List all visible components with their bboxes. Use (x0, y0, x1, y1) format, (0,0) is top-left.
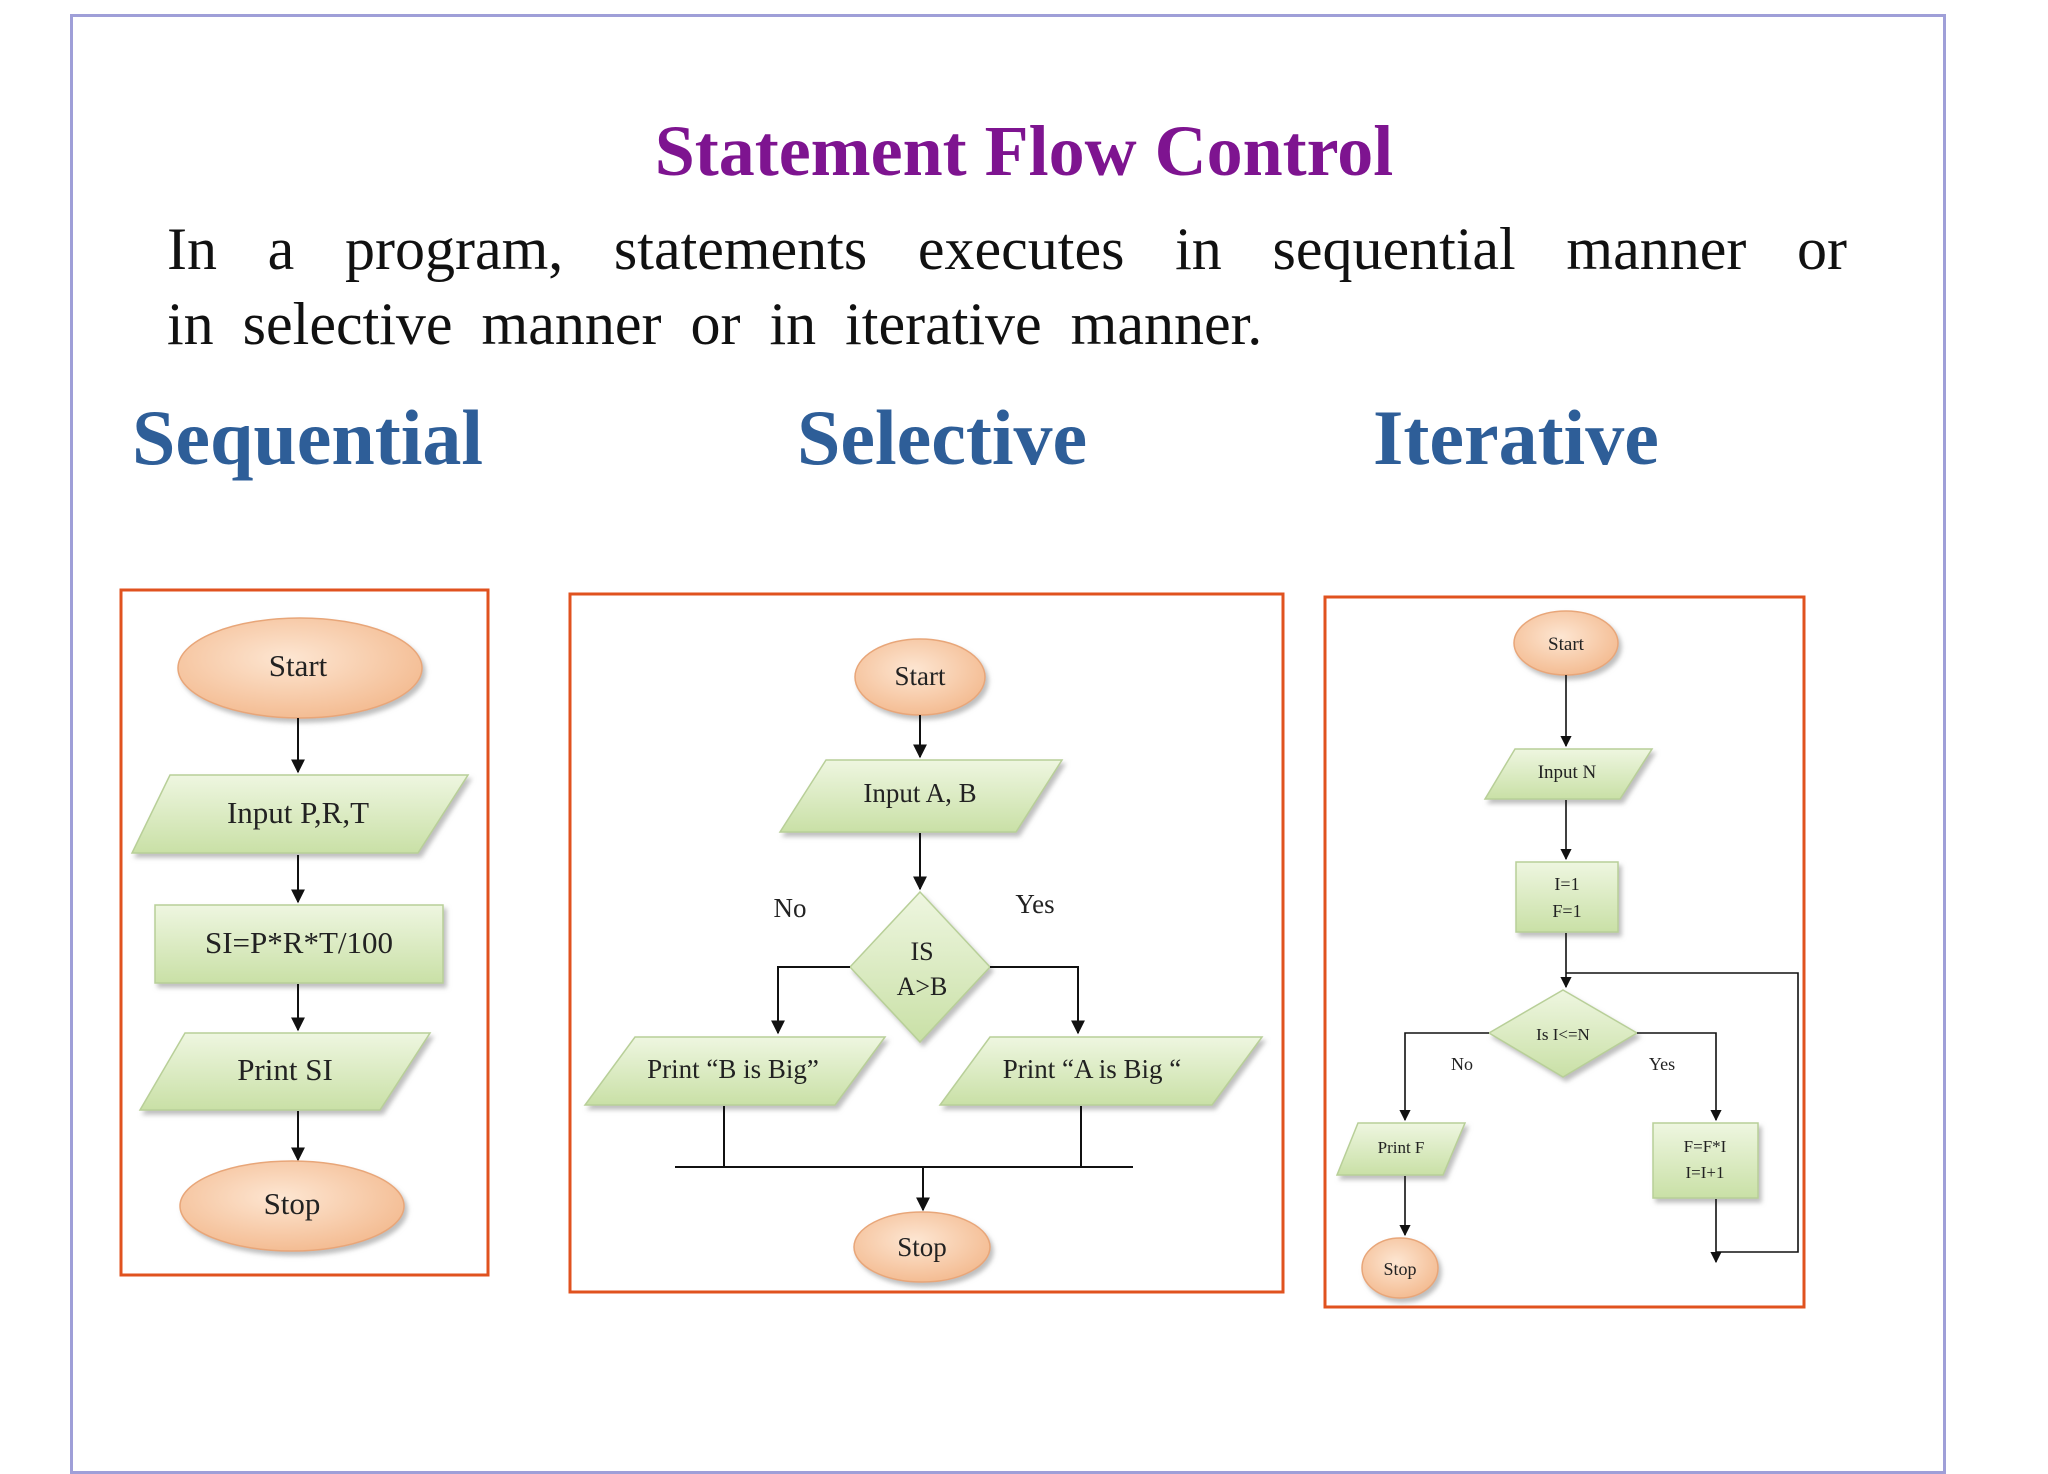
it-stop-terminal (1361, 1237, 1439, 1299)
it-decision-diamond (1487, 989, 1639, 1078)
it-stop-label: Stop (1383, 1259, 1416, 1279)
it-init-line-2: F=1 (1552, 901, 1581, 921)
sel-stop-label: Stop (897, 1232, 947, 1262)
it-decision-label: Is I<=N (1536, 1025, 1590, 1044)
sel-no-arrow (771, 966, 850, 1035)
sel-input-label: Input A, B (863, 778, 976, 808)
heading-sequential: Sequential (132, 394, 484, 481)
seq-stop-label: Stop (264, 1186, 321, 1221)
sel-decision-diamond (848, 890, 992, 1044)
slide-title: Statement Flow Control (654, 111, 1394, 191)
sequential-frame (119, 588, 490, 1277)
seq-process-label: SI=P*R*T/100 (205, 925, 393, 960)
it-loop-back-line (1566, 972, 1799, 1253)
sel-print-a-parallelogram (938, 1036, 1264, 1106)
sel-no-label: No (774, 893, 807, 923)
iterative-frame (1323, 595, 1806, 1309)
sel-input-parallelogram (778, 759, 1064, 833)
sel-start-label: Start (895, 661, 946, 691)
it-input-label: Input N (1538, 762, 1597, 783)
seq-process-box (154, 904, 444, 984)
it-no-label: No (1451, 1054, 1473, 1074)
sel-decision-line-1: IS (910, 937, 933, 966)
it-no-arrow (1399, 1032, 1489, 1122)
it-yes-arrow (1637, 1032, 1722, 1122)
seq-stop-terminal (179, 1160, 405, 1252)
body-text-line-2: in selective manner or in iterative mann… (167, 291, 1263, 357)
seq-input-parallelogram (130, 774, 470, 854)
it-init-box (1515, 861, 1619, 933)
seq-print-label: Print SI (237, 1052, 333, 1087)
heading-iterative: Iterative (1373, 394, 1659, 481)
seq-print-parallelogram (138, 1032, 432, 1111)
selective-frame (568, 592, 1285, 1294)
sel-stop-terminal (853, 1211, 991, 1283)
heading-selective: Selective (797, 394, 1088, 481)
it-print-parallelogram (1335, 1122, 1467, 1176)
it-update-box (1652, 1122, 1759, 1199)
iterative-flowchart: Start Input N I=1 F=1 Is I<=N No Yes Pri… (1323, 595, 1806, 1309)
sequential-flowchart: Start Input P,R,T SI=P*R*T/100 Print SI … (119, 588, 490, 1277)
it-start-label: Start (1548, 634, 1585, 655)
it-yes-label: Yes (1649, 1054, 1675, 1074)
it-input-parallelogram (1483, 748, 1654, 800)
it-update-line-2: I=I+1 (1686, 1163, 1725, 1182)
body-text-line-1: In a program, statements executes in seq… (167, 216, 1847, 282)
selective-flowchart: Start Input A, B IS A>B No Yes Print “B … (568, 592, 1285, 1294)
seq-input-label: Input P,R,T (227, 795, 369, 830)
sel-print-a-label: Print “A is Big “ (1003, 1054, 1182, 1084)
sel-yes-arrow (990, 966, 1085, 1035)
sel-print-b-label: Print “B is Big” (647, 1054, 819, 1084)
it-update-line-1: F=F*I (1684, 1137, 1727, 1156)
sel-print-b-parallelogram (583, 1036, 887, 1106)
seq-start-label: Start (269, 648, 328, 683)
seq-start-terminal (177, 617, 423, 719)
sel-yes-label: Yes (1015, 889, 1054, 919)
it-init-line-1: I=1 (1554, 874, 1579, 894)
it-print-label: Print F (1378, 1138, 1425, 1157)
sel-decision-line-2: A>B (897, 972, 948, 1001)
